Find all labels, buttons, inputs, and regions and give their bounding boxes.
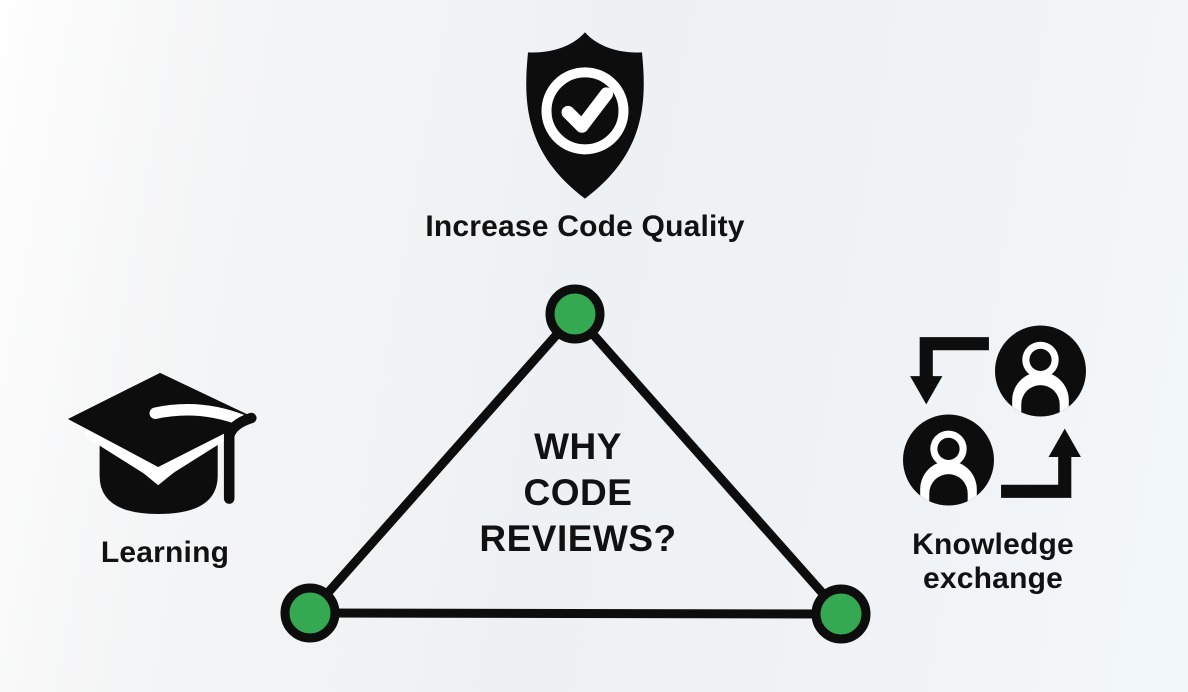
vertex-node-bottom-right — [811, 584, 871, 644]
person-badge-top — [994, 325, 1086, 417]
vertex-node-bottom-left — [280, 583, 340, 643]
arrow-up — [1001, 428, 1081, 498]
arrow-down — [910, 337, 989, 405]
triangle-edge-bottom — [305, 608, 846, 619]
center-title-line-3: REVIEWS? — [479, 518, 677, 559]
vertex-node-top — [545, 284, 605, 344]
center-title: WHY CODE REVIEWS? — [426, 424, 730, 562]
node-label-increase-code-quality: Increase Code Quality — [425, 210, 745, 243]
graduation-cap-icon — [67, 372, 257, 514]
shield-check-icon — [526, 32, 644, 199]
center-title-line-2: CODE — [523, 472, 633, 513]
person-badge-bottom — [903, 414, 994, 506]
center-title-line-1: WHY — [534, 426, 622, 467]
people-arrows-icon — [903, 325, 1086, 506]
node-label-knowledge-exchange: Knowledge exchange — [912, 528, 1074, 595]
node-label-learning: Learning — [100, 536, 230, 569]
